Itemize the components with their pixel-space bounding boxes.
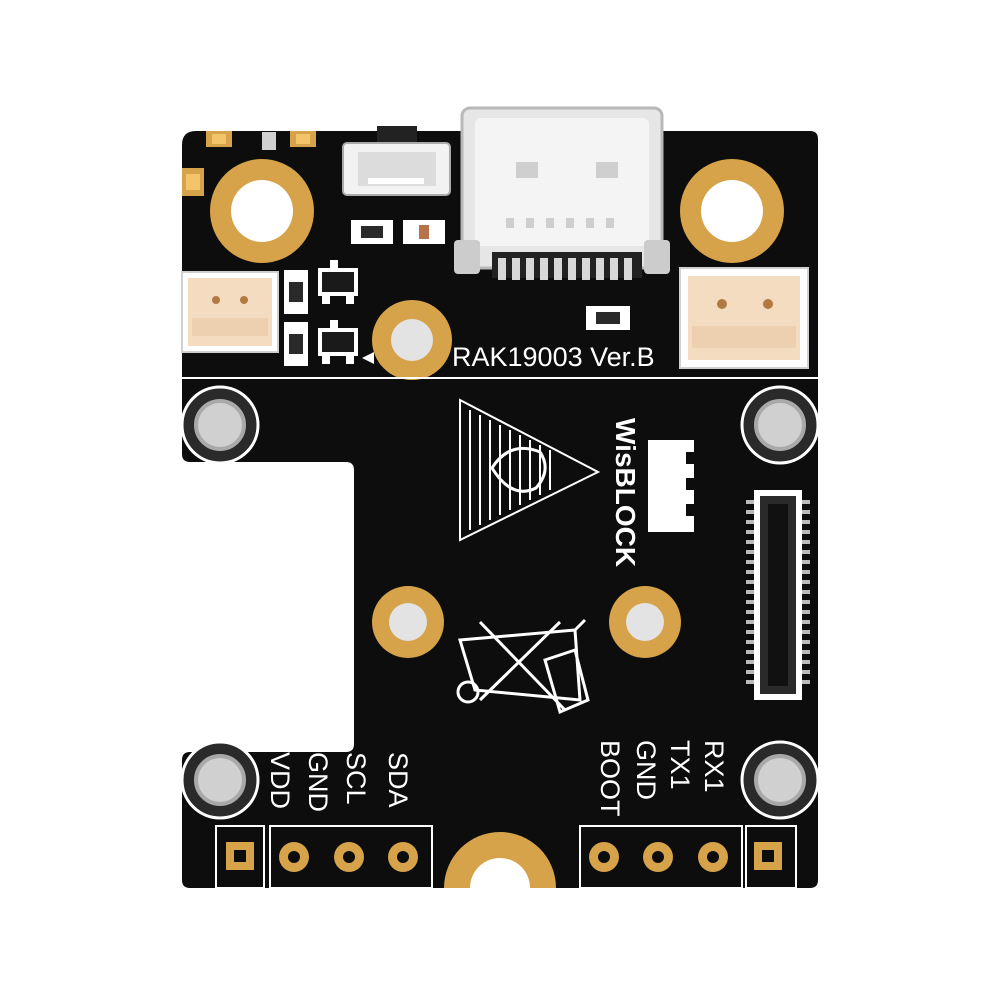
small-connector [648, 440, 696, 532]
header-right-labels: BOOT GND TX1 RX1 [595, 740, 729, 817]
model-label: RAK19003 Ver.B [452, 342, 655, 372]
header-left-pin-4[interactable] [388, 842, 418, 872]
wisblock-triangle-logo-icon [459, 398, 601, 542]
header-left-pin-3[interactable] [334, 842, 364, 872]
pin1-marker [362, 352, 374, 364]
mount-hole-center-top [372, 300, 452, 380]
mount-hole-bottom-center [444, 832, 556, 888]
pin-label: SCL [341, 752, 371, 805]
header-left-pin-2[interactable] [279, 842, 309, 872]
header-left [215, 825, 433, 889]
smd-component-2 [403, 220, 445, 244]
mount-hole-center-right [609, 586, 681, 658]
usb-c-connector-icon[interactable] [454, 106, 670, 280]
mount-hole-center-left [372, 586, 444, 658]
header-right-pin-2[interactable] [643, 842, 673, 872]
smd-component-3 [284, 270, 308, 314]
smd-component-5 [586, 306, 630, 330]
pin-label: BOOT [595, 740, 625, 817]
pin-label: GND [631, 740, 661, 800]
resistor-top [262, 132, 276, 150]
smd-component-1 [351, 220, 393, 244]
jst-solar-connector-icon[interactable] [679, 267, 809, 369]
pin-label: VDD [265, 752, 295, 809]
pin-label: TX1 [665, 740, 695, 790]
header-right [579, 825, 797, 889]
brand-label: WisBLOCK [610, 418, 641, 567]
mount-hole-bottom-right [740, 740, 820, 820]
pin-label: SDA [383, 752, 413, 808]
mount-hole-mid-left [180, 385, 260, 465]
led-3 [182, 168, 204, 196]
led-2 [290, 131, 316, 147]
header-right-pin-3[interactable] [698, 842, 728, 872]
transistor-1 [318, 260, 358, 304]
led-1 [206, 131, 232, 147]
pin-label: GND [303, 752, 333, 812]
header-left-pin-1[interactable] [226, 842, 254, 870]
no-trash-icon [456, 618, 590, 715]
mount-hole-top-left [210, 159, 314, 263]
jst-battery-connector-icon[interactable] [181, 271, 279, 353]
header-left-labels: VDD GND SCL SDA [265, 752, 413, 812]
header-right-pin-1[interactable] [589, 842, 619, 872]
transistor-2 [318, 320, 358, 364]
header-right-pin-4[interactable] [754, 842, 782, 870]
smd-component-4 [284, 322, 308, 366]
pin-label: RX1 [699, 740, 729, 793]
mount-hole-mid-right [740, 385, 820, 465]
reset-button[interactable] [342, 126, 451, 196]
mount-hole-bottom-left [180, 740, 260, 820]
board-to-board-connector-icon[interactable] [746, 490, 810, 700]
mount-hole-top-right [680, 159, 784, 263]
